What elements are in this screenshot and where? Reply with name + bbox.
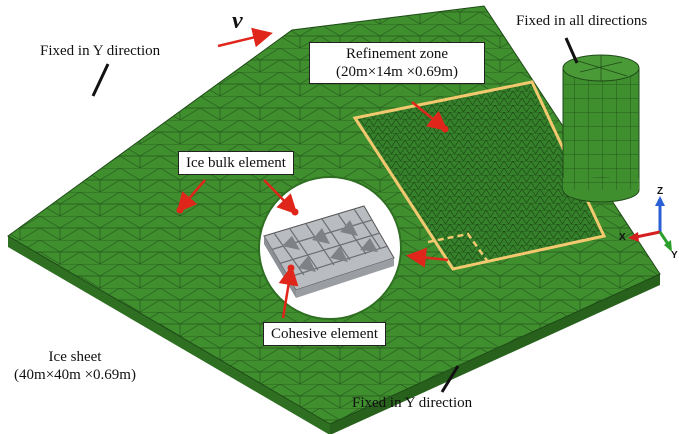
axis-triad: Z X Y <box>619 186 678 261</box>
axis-y-line <box>658 231 670 245</box>
axis-x-label: X <box>619 232 626 243</box>
axis-x-line <box>635 230 661 239</box>
leader-lines <box>91 37 579 393</box>
ice-sheet-front-face <box>330 274 660 434</box>
ice-bulk-arrow-right <box>263 179 298 215</box>
ice-bulk-arrow-left <box>176 179 206 213</box>
cohesive-element-label: Cohesive element <box>263 322 387 346</box>
ice-bulk-element-label: Ice bulk element <box>178 151 294 175</box>
fixed-y-top-leader <box>91 63 110 97</box>
fixed-all-leader <box>564 37 579 64</box>
refinement-zone-arrow <box>411 101 448 132</box>
fixed-all-label: Fixed in all directions <box>516 13 648 29</box>
ice-sheet-label: Ice sheet (40m×40m ×0.69m) <box>0 348 150 384</box>
refinement-zone-label: Refinement zone (20m×14m ×0.69m) <box>309 42 485 84</box>
refinement-zone-title: Refinement zone <box>345 46 449 62</box>
fixed-y-top-label: Fixed in Y direction <box>40 43 161 59</box>
refinement-zone <box>352 80 607 271</box>
ice-sheet-title: Ice sheet <box>48 349 102 365</box>
fixed-cylinder <box>562 54 640 203</box>
velocity-symbol: v <box>232 8 243 34</box>
refinement-zone-dims: (20m×14m ×0.69m) <box>336 64 458 80</box>
refinement-zone-detail-dashed <box>427 232 490 263</box>
cylinder-body <box>562 67 640 191</box>
fixed-y-bottom-label: Fixed in Y direction <box>352 395 473 411</box>
fixed-y-bottom-leader <box>440 365 460 393</box>
refinement-zone-outline <box>352 80 607 271</box>
pointer-arrows <box>176 27 449 319</box>
ice-sheet-side-face <box>8 236 330 434</box>
cohesive-element-arrow <box>278 265 299 319</box>
refinement-zone-mesh <box>355 82 604 269</box>
axis-z-label: Z <box>657 186 663 197</box>
velocity-arrow <box>217 27 273 48</box>
ice-sheet-dims: (40m×40m ×0.69m) <box>14 367 136 383</box>
detail-arrow <box>406 247 449 268</box>
axis-y-label: Y <box>671 250 678 261</box>
